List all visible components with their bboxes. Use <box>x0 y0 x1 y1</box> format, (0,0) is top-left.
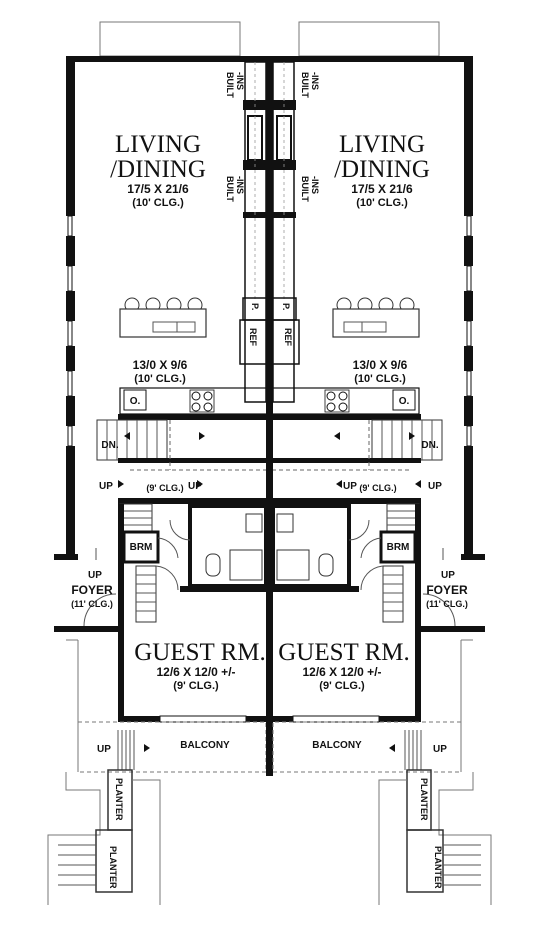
guest-dims: 12/6 X 12/0 +/- <box>156 665 235 679</box>
builtins-top-1: BUILT <box>300 72 310 98</box>
builtins-bottom-2: -INS <box>310 176 320 194</box>
kitchen-clg: (10' CLG.) <box>354 373 406 385</box>
guest-clg: (9' CLG.) <box>173 680 219 692</box>
hall-up-label: UP <box>99 481 113 492</box>
oven-label: O. <box>130 396 141 407</box>
planter-upper-label: PLANTER <box>419 778 429 821</box>
guest-title: GUEST RM. <box>278 639 410 666</box>
builtins-bottom-1: BUILT <box>300 176 310 202</box>
builtins-top-1: BUILT <box>225 72 235 98</box>
guest-title: GUEST RM. <box>134 639 266 666</box>
unit-left-labels: LIVING /DINING 17/5 X 21/6 (10' CLG.) BU… <box>71 72 266 889</box>
unit-right-labels: LIVING /DINING 17/5 X 21/6 (10' CLG.) BU… <box>278 72 468 889</box>
stair-up-label: UP <box>343 481 357 492</box>
foyer-clg: (11' CLG.) <box>426 599 468 609</box>
guest-dims: 12/6 X 12/0 +/- <box>302 665 381 679</box>
brm-label: BRM <box>130 542 153 553</box>
balcony-up-label: UP <box>97 744 111 755</box>
hall-up-label: UP <box>428 481 442 492</box>
kitchen-dims: 13/0 X 9/6 <box>353 358 408 372</box>
living-dims: 17/5 X 21/6 <box>351 182 413 196</box>
kitchen-dims: 13/0 X 9/6 <box>133 358 188 372</box>
planter-lower-label: PLANTER <box>433 846 443 889</box>
builtins-bottom-2: -INS <box>235 176 245 194</box>
oven-label: O. <box>399 396 410 407</box>
foyer-up-label: UP <box>88 570 102 581</box>
living-clg: (10' CLG.) <box>356 197 408 209</box>
guest-clg: (9' CLG.) <box>319 680 365 692</box>
balcony-up-label: UP <box>433 744 447 755</box>
pantry-label: P. <box>281 303 291 310</box>
balcony-label: BALCONY <box>312 740 362 751</box>
hall-clg: (9' CLG.) <box>146 483 183 493</box>
stair-up-label: UP <box>188 481 202 492</box>
foyer-clg: (11' CLG.) <box>71 599 113 609</box>
planter-upper-label: PLANTER <box>114 778 124 821</box>
foyer-label: FOYER <box>71 583 113 597</box>
builtins-top-2: -INS <box>235 72 245 90</box>
foyer-label: FOYER <box>426 583 468 597</box>
living-title-line1: LIVING <box>115 131 201 158</box>
builtins-top-2: -INS <box>310 72 320 90</box>
hall-clg: (9' CLG.) <box>359 483 396 493</box>
living-clg: (10' CLG.) <box>132 197 184 209</box>
stair-down-label: DN. <box>421 440 438 451</box>
living-title-line2: /DINING <box>334 156 430 183</box>
brm-label: BRM <box>387 542 410 553</box>
kitchen-clg: (10' CLG.) <box>134 373 186 385</box>
balcony-label: BALCONY <box>180 740 230 751</box>
living-dims: 17/5 X 21/6 <box>127 182 189 196</box>
ref-label: REF <box>248 328 258 347</box>
planter-lower-label: PLANTER <box>108 846 118 889</box>
living-title-line2: /DINING <box>110 156 206 183</box>
foyer-up-label: UP <box>441 570 455 581</box>
builtins-bottom-1: BUILT <box>225 176 235 202</box>
pantry-label: P. <box>250 303 260 310</box>
living-title-line1: LIVING <box>339 131 425 158</box>
stair-down-label: DN. <box>101 440 118 451</box>
ref-label: REF <box>283 328 293 347</box>
